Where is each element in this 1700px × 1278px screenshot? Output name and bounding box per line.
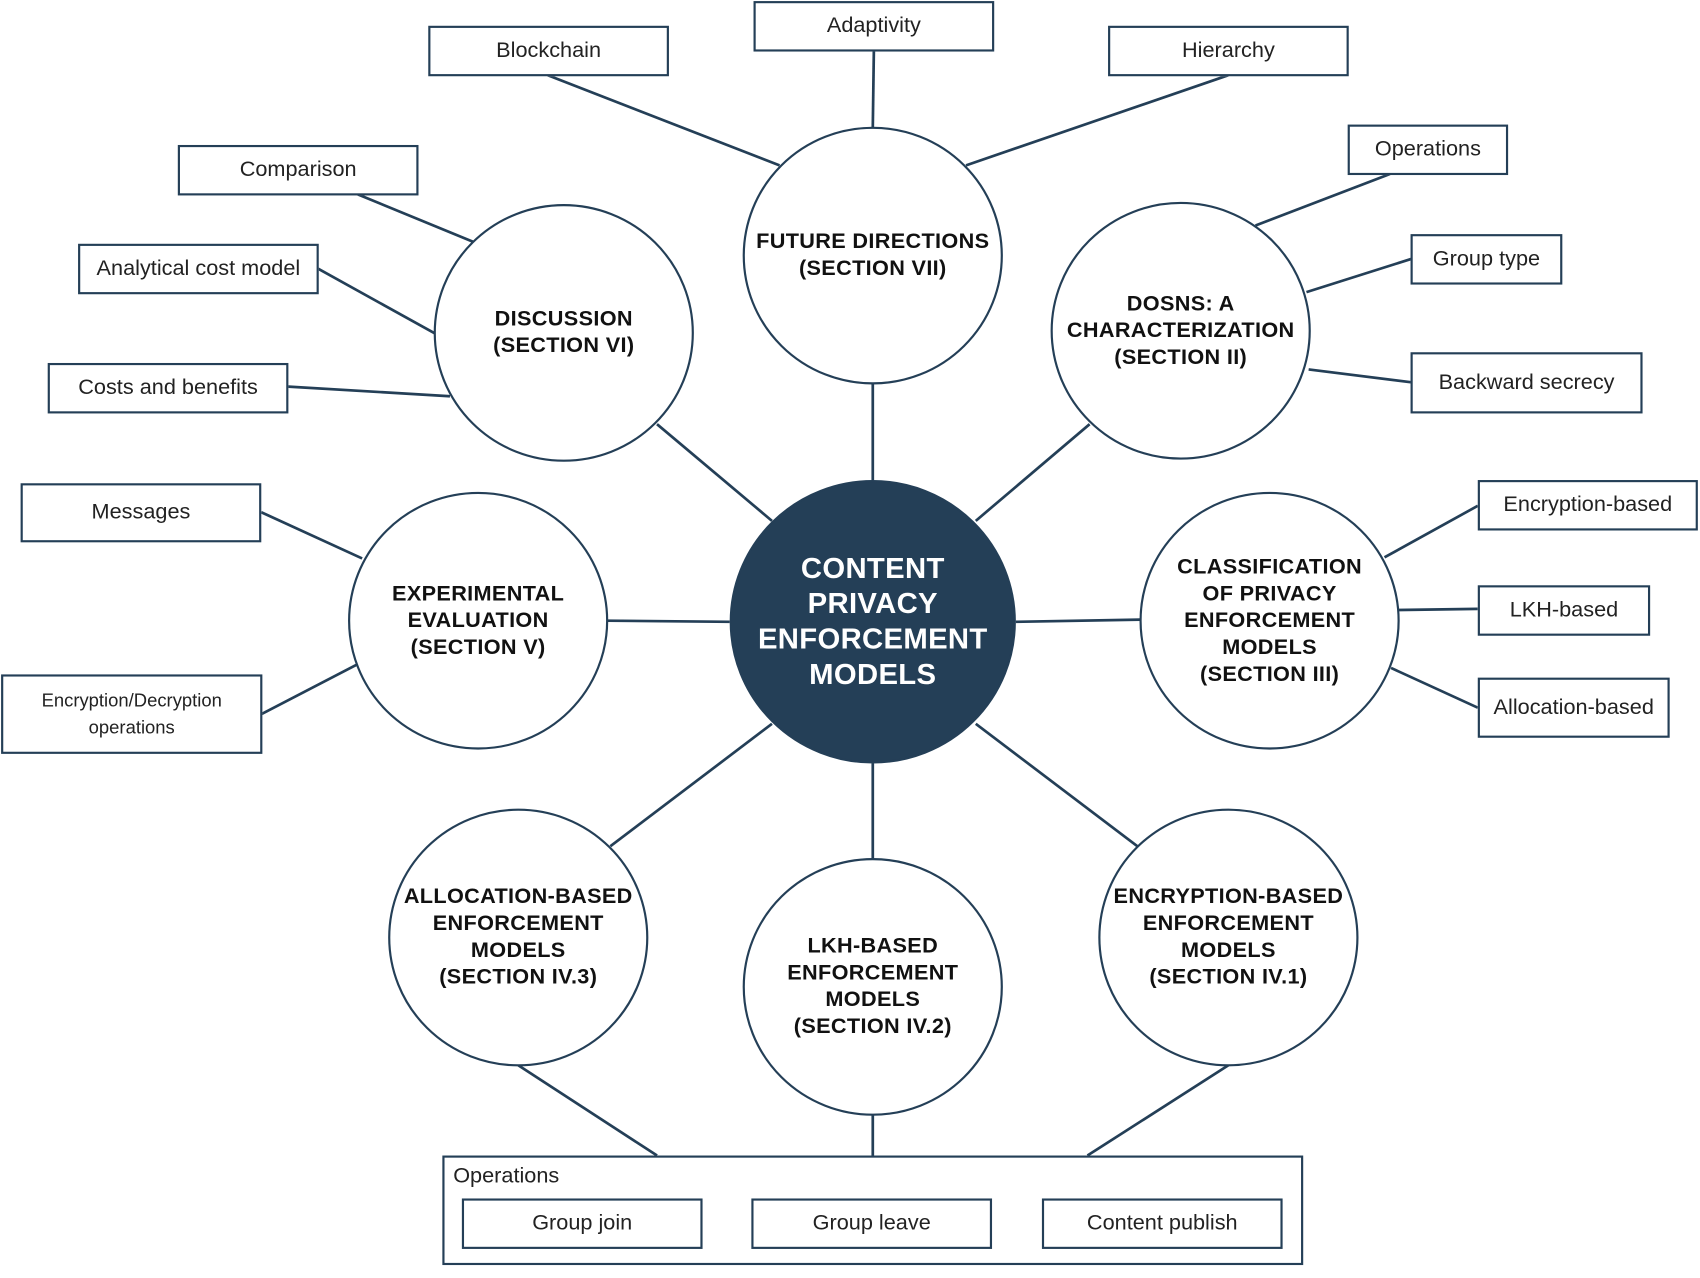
operations-group-title: Operations: [453, 1164, 560, 1188]
connector-dosns-backward: [1308, 368, 1412, 384]
connector-allocation-operations: [517, 1064, 658, 1157]
connector-classification-lkh: [1398, 607, 1478, 612]
connector-future-hierarchy: [965, 73, 1229, 167]
connector-classification-encryption: [1383, 504, 1479, 559]
allocation-based-node: ALLOCATION-BASED ENFORCEMENT MODELS (SEC…: [388, 808, 649, 1067]
connector-classification-allocation: [1390, 666, 1479, 709]
dosns-characterization-node: DOSNS: A CHARACTERIZATION (SECTION II): [1050, 201, 1311, 460]
experimental-evaluation-node: EXPERIMENTAL EVALUATION (SECTION V): [348, 491, 609, 750]
classification-node: CLASSIFICATION OF PRIVACY ENFORCEMENT MO…: [1139, 491, 1400, 750]
topic-analytical-cost-model: Analytical cost model: [78, 243, 319, 295]
connector-center-discussion: [656, 423, 773, 522]
connector-experimental-encdec: [260, 663, 358, 716]
topic-comparison: Comparison: [177, 144, 419, 196]
connector-future-adaptivity: [871, 50, 876, 128]
discussion-node: DISCUSSION (SECTION VI): [433, 204, 694, 462]
topic-encryption-decryption-operations: Encryption/Decryption operations: [1, 674, 263, 754]
central-topic-node: CONTENT PRIVACY ENFORCEMENT MODELS: [729, 480, 1016, 764]
connector-dosns-operations: [1255, 172, 1391, 227]
connector-future-blockchain: [547, 73, 781, 167]
future-directions-node: FUTURE DIRECTIONS (SECTION VII): [742, 126, 1003, 385]
encryption-based-node: ENCRYPTION-BASED ENFORCEMENT MODELS (SEC…: [1098, 808, 1359, 1067]
connector-center-encryption: [974, 722, 1139, 848]
topic-allocation-based: Allocation-based: [1477, 677, 1670, 738]
topic-lkh-based: LKH-based: [1477, 585, 1651, 636]
topic-costs-and-benefits: Costs and benefits: [47, 362, 289, 414]
connector-center-experimental: [607, 619, 730, 624]
connector-discussion-comparison: [357, 193, 474, 243]
connector-dosns-grouptype: [1306, 257, 1413, 294]
operation-content-publish: Content publish: [1041, 1198, 1283, 1249]
topic-backward-secrecy: Backward secrecy: [1410, 352, 1643, 414]
topic-blockchain: Blockchain: [428, 25, 669, 77]
topic-group-type: Group type: [1410, 234, 1563, 285]
connector-encryption-operations: [1086, 1064, 1230, 1157]
connector-center-allocation: [609, 722, 773, 848]
connector-discussion-costmodel: [317, 267, 437, 336]
connector-experimental-messages: [260, 511, 363, 560]
topic-hierarchy: Hierarchy: [1108, 25, 1349, 77]
lkh-based-node: LKH-BASED ENFORCEMENT MODELS (SECTION IV…: [742, 858, 1003, 1116]
operation-group-leave: Group leave: [751, 1198, 993, 1249]
operation-group-join: Group join: [461, 1198, 703, 1249]
topic-adaptivity: Adaptivity: [753, 1, 995, 52]
connector-center-classification: [1015, 618, 1141, 624]
topic-operations: Operations: [1347, 124, 1509, 176]
topic-encryption-based: Encryption-based: [1477, 480, 1698, 531]
topic-messages: Messages: [20, 483, 262, 543]
connector-center-dosns: [974, 423, 1091, 522]
connector-discussion-costsbenefits: [288, 385, 451, 398]
